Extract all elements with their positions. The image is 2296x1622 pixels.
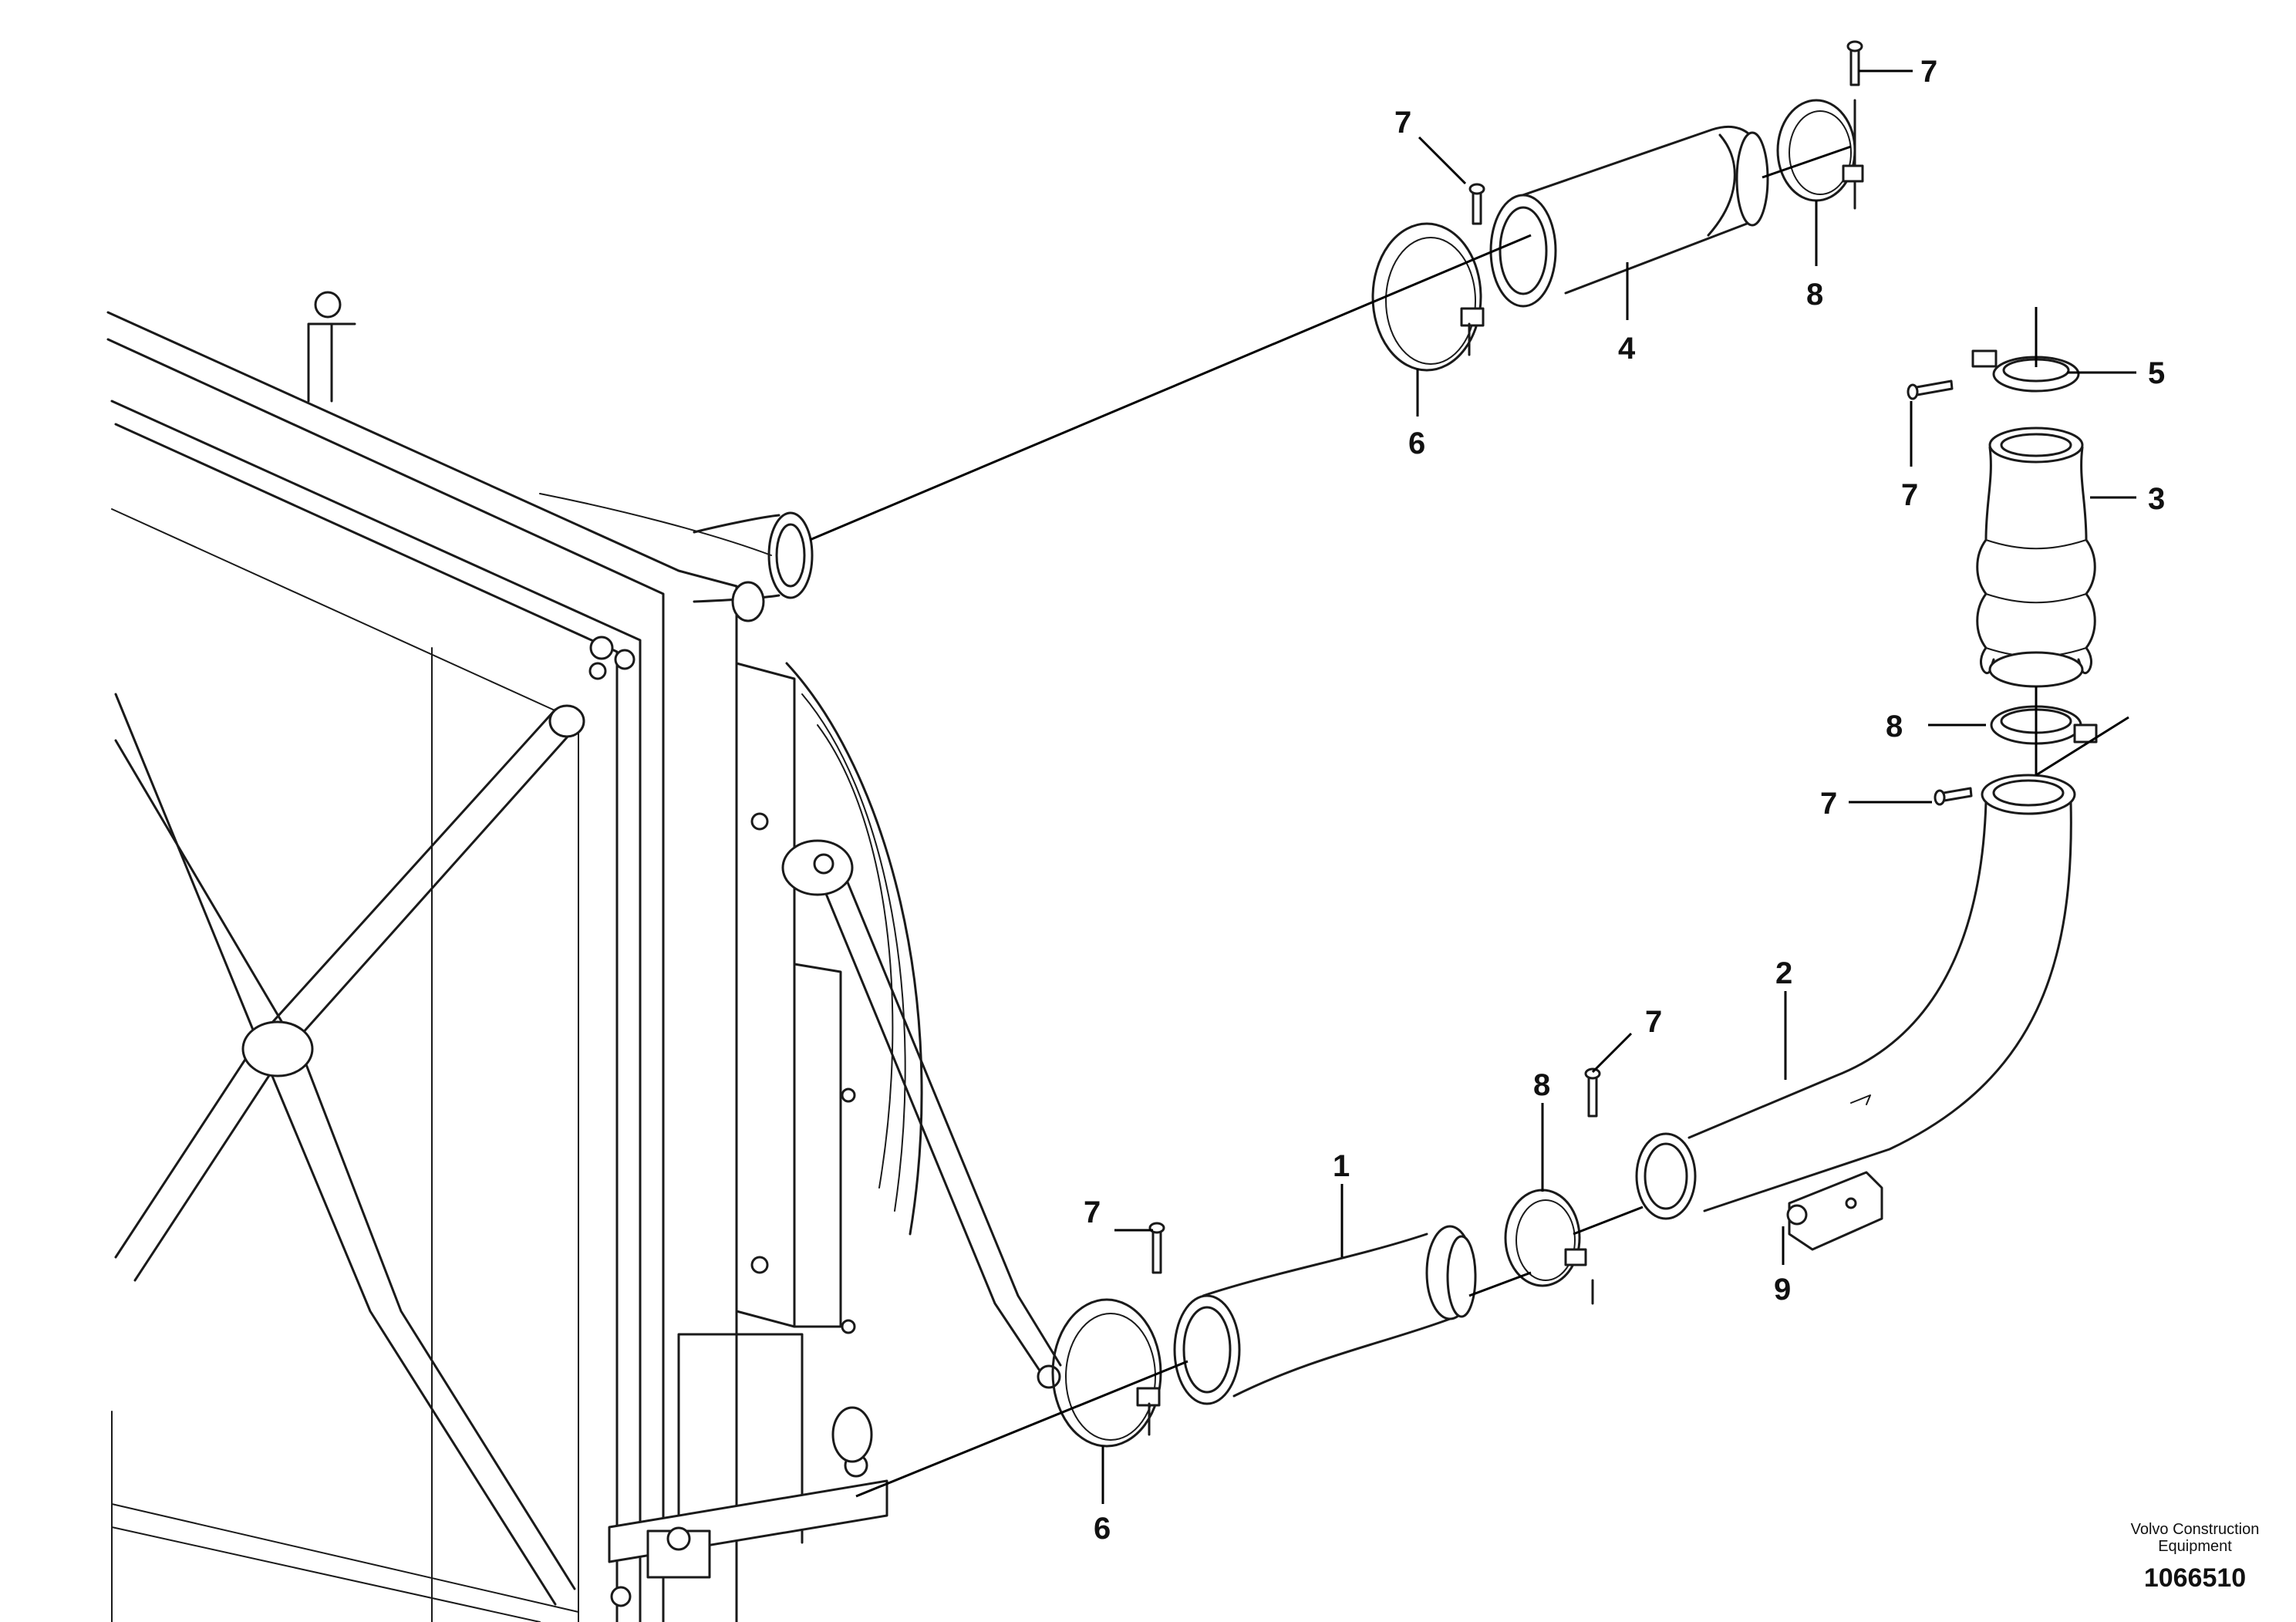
callout-3: 3 — [2148, 482, 2165, 516]
pipe-4 — [1489, 125, 1769, 308]
clamp-5 — [1971, 349, 2080, 393]
clamp-6-lower — [1051, 1298, 1162, 1448]
company-name-line1: Volvo Construction — [2131, 1521, 2260, 1538]
callout-8-lower: 8 — [1533, 1068, 1550, 1102]
clamp-8-lower — [1504, 1189, 1594, 1305]
bolt-7-d — [1934, 787, 1973, 806]
callout-7-middle: 7 — [1901, 478, 1918, 512]
callout-2: 2 — [1775, 956, 1792, 990]
drawing-footer: Volvo Construction Equipment 1066510 — [2131, 1521, 2260, 1593]
callout-7-top-left: 7 — [1394, 106, 1411, 140]
leader-lines — [1101, 69, 2136, 1504]
callout-7-top-right: 7 — [1920, 55, 1937, 89]
hose-3 — [1976, 427, 2096, 688]
bolt-7-a — [1468, 183, 1485, 225]
clamp-8-mid — [1990, 705, 2098, 745]
callout-labels: 7 7 8 4 6 5 7 3 8 7 2 7 8 1 7 9 6 — [1084, 55, 2165, 1546]
pipe-2 — [1635, 774, 2076, 1220]
bolt-7-c — [1907, 379, 1954, 400]
company-name-line2: Equipment — [2158, 1538, 2232, 1555]
callout-7-lower-left: 7 — [1084, 1195, 1101, 1229]
drawing-number: 1066510 — [2144, 1563, 2246, 1593]
callout-7-lower-middle: 7 — [1645, 1005, 1662, 1039]
bolt-7-f — [1148, 1222, 1165, 1274]
callout-1: 1 — [1333, 1149, 1350, 1183]
bracket-9 — [1786, 1171, 1883, 1251]
clamp-6-upper — [1371, 222, 1485, 372]
callout-5: 5 — [2148, 356, 2165, 390]
callout-4: 4 — [1618, 332, 1636, 366]
callout-8-middle: 8 — [1886, 710, 1903, 744]
radiator-assembly — [106, 291, 1062, 1622]
bolt-7-e — [1584, 1067, 1601, 1118]
pipe-1 — [1173, 1225, 1477, 1405]
assembly-centerlines — [809, 145, 2129, 1498]
callout-9: 9 — [1774, 1273, 1791, 1307]
callout-7-lower-right: 7 — [1820, 787, 1837, 821]
bolt-7-b — [1846, 40, 1863, 86]
clamp-8-upper — [1776, 99, 1864, 210]
callout-6-upper: 6 — [1408, 427, 1425, 460]
callout-6-lower: 6 — [1094, 1512, 1111, 1546]
callout-8-top: 8 — [1806, 278, 1823, 312]
